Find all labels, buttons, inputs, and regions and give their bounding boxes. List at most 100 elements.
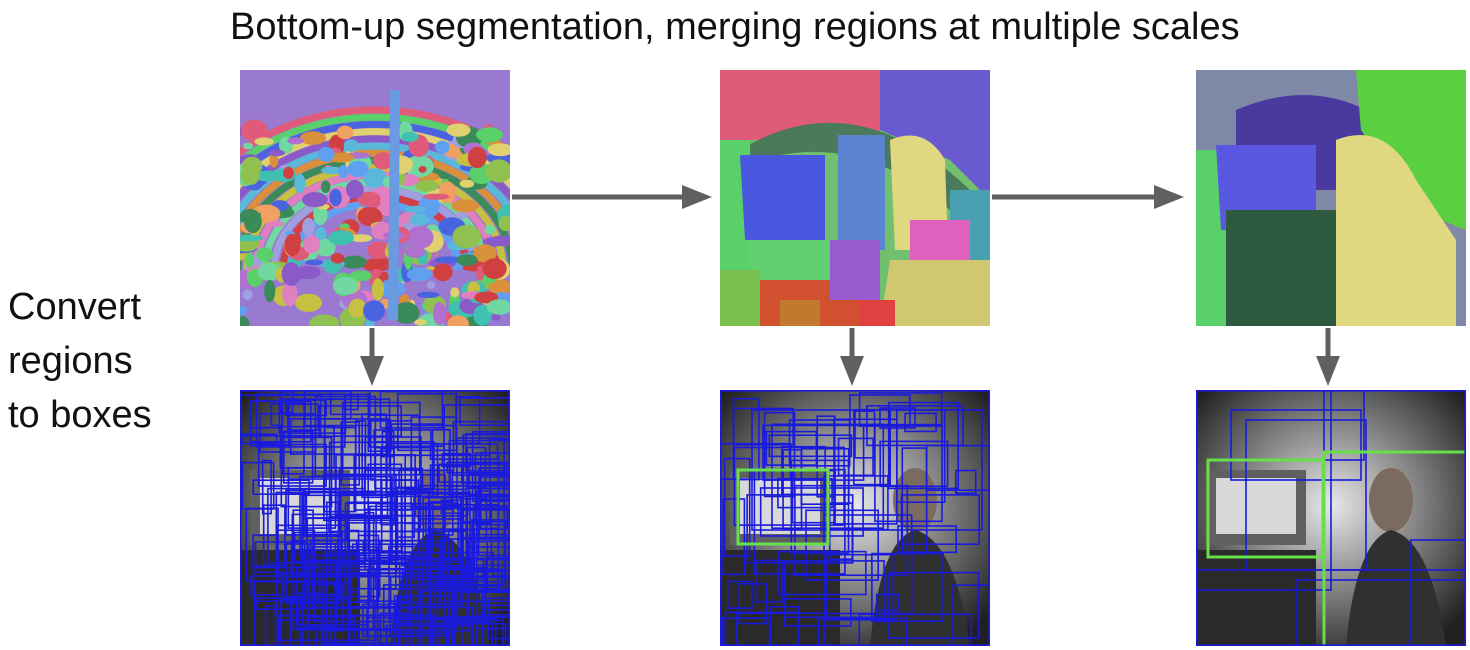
- side-label-line-2: regions: [8, 340, 133, 382]
- candidate-box: [241, 461, 275, 510]
- candidate-box: [397, 618, 474, 646]
- candidate-box: [816, 415, 836, 498]
- seg-region: [357, 191, 381, 207]
- candidate-box: [900, 494, 981, 546]
- seg-region: [417, 291, 440, 298]
- seg-region: [294, 173, 306, 194]
- seg-region: [341, 255, 367, 269]
- candidate-box: [1410, 539, 1466, 646]
- seg-region: [372, 152, 394, 170]
- candidate-box: [783, 598, 852, 627]
- candidate-box: [888, 571, 980, 639]
- seg-region: [338, 164, 349, 179]
- seg-region: [347, 160, 369, 178]
- seg-region: [240, 119, 268, 142]
- seg-region: [452, 224, 482, 249]
- seg-region: [348, 298, 367, 318]
- candidate-box: [727, 580, 753, 609]
- seg-region: [473, 304, 492, 326]
- seg-region: [467, 146, 487, 169]
- seg-region: [488, 278, 510, 296]
- candidate-box: [1323, 390, 1365, 461]
- candidate-box: [361, 413, 387, 499]
- candidate-box: [344, 502, 414, 565]
- panel-border: [720, 390, 990, 646]
- seg-region: [838, 135, 885, 250]
- seg-region: [1226, 210, 1346, 326]
- seg-region: [336, 125, 354, 140]
- photo-person-body: [870, 530, 970, 646]
- candidate-box: [879, 407, 916, 429]
- seg-region: [740, 122, 970, 210]
- candidate-box: [783, 560, 885, 619]
- candidate-box: [324, 552, 379, 642]
- seg-region: [320, 180, 331, 194]
- candidate-box: [462, 433, 510, 523]
- seg-region: [393, 302, 420, 324]
- seg-region: [242, 289, 253, 300]
- coarse-boxes-image: [1196, 390, 1466, 646]
- candidate-box: [304, 393, 370, 427]
- candidate-box: [340, 421, 361, 486]
- side-label-line-3: to boxes: [8, 394, 152, 436]
- seg-region: [482, 258, 507, 279]
- seg-region: [433, 263, 453, 282]
- seg-arc: [240, 142, 510, 216]
- seg-region: [363, 168, 387, 188]
- seg-region: [283, 166, 294, 179]
- seg-region: [357, 206, 383, 227]
- seg-region: [264, 279, 276, 303]
- seg-region: [299, 131, 326, 145]
- arrow-right-icon-1: [512, 185, 712, 209]
- seg-region: [345, 180, 364, 199]
- seg-region: [1216, 145, 1316, 230]
- candidate-box: [477, 498, 510, 557]
- candidate-box: [858, 613, 973, 646]
- page-title: Bottom-up segmentation, merging regions …: [230, 6, 1240, 48]
- candidate-box: [443, 493, 506, 583]
- seg-arc: [240, 128, 510, 189]
- candidate-box: [256, 597, 302, 611]
- seg-region: [433, 302, 447, 326]
- candidate-box: [282, 430, 314, 484]
- seg-region: [302, 192, 328, 208]
- candidate-box: [261, 459, 272, 515]
- candidate-box: [777, 550, 867, 596]
- coarse-segmentation-image: [1196, 70, 1466, 326]
- candidate-box: [871, 552, 944, 623]
- candidate-box: [302, 583, 336, 646]
- candidate-box: [475, 627, 510, 646]
- seg-region: [404, 155, 434, 178]
- candidate-box: [267, 487, 366, 564]
- seg-region: [830, 240, 880, 300]
- fine-segmentation-image: [240, 70, 510, 326]
- seg-region: [427, 281, 436, 289]
- candidate-box: [388, 555, 432, 620]
- seg-region: [486, 299, 510, 315]
- selected-box: [1322, 450, 1466, 646]
- seg-region: [434, 256, 464, 263]
- seg-region: [414, 180, 439, 192]
- seg-region: [321, 166, 343, 175]
- photo-person-head: [1369, 468, 1413, 532]
- seg-region: [910, 220, 970, 270]
- seg-region: [422, 193, 450, 200]
- candidate-box: [476, 564, 510, 616]
- seg-region: [406, 226, 434, 249]
- candidate-box: [254, 541, 306, 574]
- seg-region: [240, 211, 262, 218]
- seg-region: [256, 247, 274, 262]
- candidate-box: [287, 478, 377, 494]
- photo-tv-screen: [1216, 478, 1296, 534]
- seg-region: [450, 287, 460, 298]
- seg-region: [240, 165, 260, 186]
- seg-region: [349, 270, 372, 282]
- seg-region: [406, 267, 433, 281]
- candidate-box: [788, 419, 851, 467]
- seg-region: [349, 234, 373, 243]
- candidate-box: [762, 424, 865, 481]
- seg-region: [269, 153, 279, 168]
- candidate-box: [284, 399, 328, 417]
- seg-region: [484, 224, 496, 235]
